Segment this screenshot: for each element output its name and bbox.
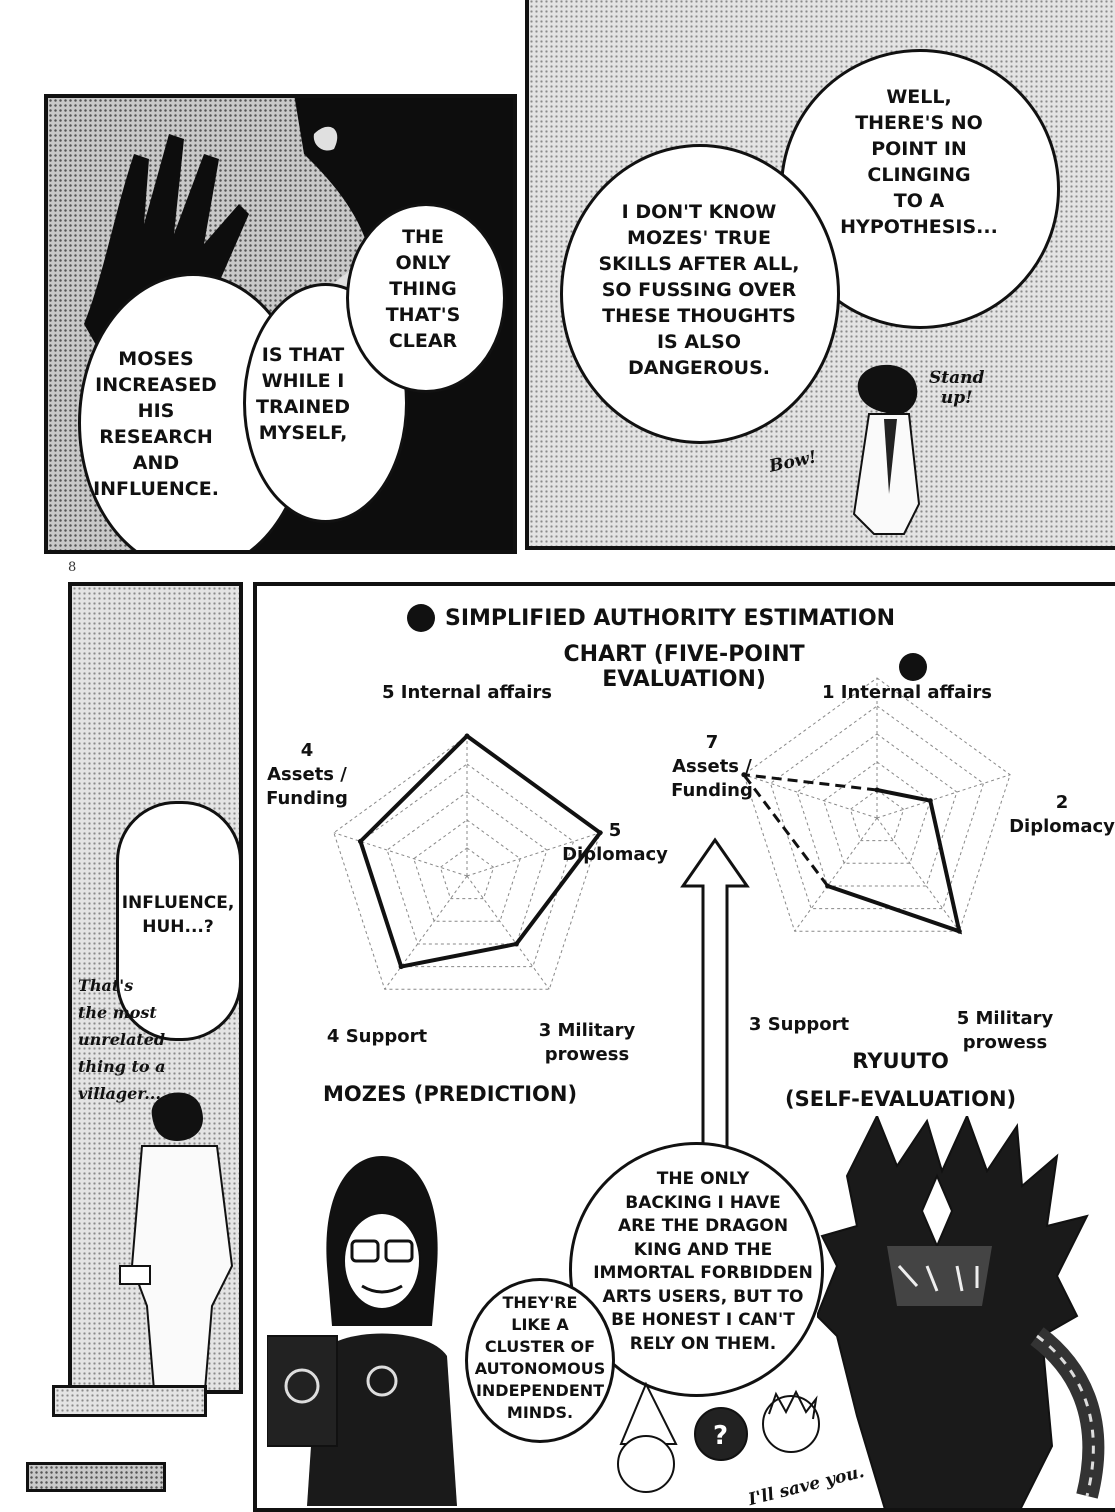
radar-data-overflow (743, 773, 878, 792)
panel-top-right: WELL, THERE'S NO POINT IN CLINGING TO A … (525, 0, 1115, 550)
radar-spoke (794, 817, 878, 932)
chart-title: SIMPLIFIED AUTHORITY ESTIMATION CHART (F… (407, 604, 927, 692)
radar-spoke (876, 817, 960, 932)
dragon-armor-figure (817, 1116, 1105, 1508)
panel-top-left: MOSES INCREASED HIS RESEARCH AND INFLUEN… (44, 94, 517, 554)
radar-data-point (398, 964, 404, 970)
speech-bubble (560, 144, 840, 444)
radar-axis-label: 5 Internal affairs (382, 682, 552, 703)
radar-axis-label: 3 Support (749, 1014, 850, 1035)
speech-bubble (346, 203, 506, 393)
mozes-figure (267, 1156, 457, 1506)
panel-left-strip: INFLUENCE, HUH...? That's the most unrel… (68, 582, 243, 1394)
bullet-icon (899, 653, 927, 681)
mozes-caption: MOZES (PREDICTION) (323, 1082, 578, 1106)
radar-grid-ring (359, 763, 575, 968)
radar-data-point (464, 733, 470, 739)
character-figure (852, 364, 921, 535)
sfx-thought: That's the most unrelated thing to a vil… (78, 976, 166, 1103)
radar-data-overflow (742, 773, 829, 887)
speech-bubble (465, 1278, 615, 1443)
radar-grid-ring (333, 735, 601, 990)
svg-text:?: ? (713, 1421, 728, 1451)
bullet-icon (407, 604, 435, 632)
bubble-text: THE ONLY THING THAT'S CLEAR (385, 226, 461, 352)
bubble-text: THE ONLY BACKING I HAVE ARE THE DRAGON K… (593, 1169, 813, 1354)
radar-axis-label: 4 Support (327, 1026, 428, 1047)
speech-bubble (116, 801, 239, 1041)
radar-grid-ring (823, 761, 931, 864)
character-back (119, 1092, 234, 1390)
radar-data-series (826, 788, 963, 935)
radar-data-point (357, 838, 363, 844)
bubble-text: MOSES INCREASED HIS RESEARCH AND INFLUEN… (93, 348, 219, 500)
radar-axis-label: 1 Internal affairs (822, 682, 992, 703)
radar-data-point (825, 883, 831, 889)
radar-data-point (956, 928, 962, 934)
radar-data-point (597, 830, 603, 836)
radar-grid-ring (386, 791, 548, 945)
page-number: 8 (68, 560, 77, 575)
radar-grid-ring (743, 677, 1011, 932)
bubble-text: THEY'RE LIKE A CLUSTER OF AUTONOMOUS IND… (474, 1293, 606, 1422)
radar-spoke (384, 875, 468, 990)
radar-data-point (513, 941, 519, 947)
bubble-text: WELL, THERE'S NO POINT IN CLINGING TO A … (840, 86, 998, 238)
radar-spoke (876, 774, 1011, 819)
radar-spoke (743, 774, 878, 819)
radar-data-series (358, 733, 603, 969)
radar-data-point (874, 787, 880, 793)
radar-grid-ring (769, 705, 985, 910)
radar-data-point (741, 772, 747, 778)
bubble-text: IS THAT WHILE I TRAINED MYSELF, (255, 344, 351, 444)
frame-decoration (26, 1462, 166, 1492)
radar-grid-ring (796, 733, 958, 887)
chibi-characters: ? (617, 1381, 820, 1493)
panel-chart: SIMPLIFIED AUTHORITY ESTIMATION CHART (F… (253, 582, 1115, 1512)
sfx-bow: Bow! (767, 447, 819, 477)
bubble-text: I DON'T KNOW MOZES' TRUE SKILLS AFTER AL… (598, 201, 800, 379)
radar-data-point (927, 798, 933, 804)
radar-grid-ring (413, 819, 521, 922)
radar-spoke (466, 875, 550, 990)
bubble-text: INFLUENCE, HUH...? (121, 893, 235, 937)
frame-decoration (52, 1385, 207, 1417)
chart-title-line1: SIMPLIFIED AUTHORITY ESTIMATION (445, 605, 896, 631)
radar-spoke (333, 832, 468, 877)
ryuuto-caption: RYUUTO (SELF-EVALUATION) (785, 1049, 1017, 1111)
sfx-stand-up: Stand up! (929, 368, 985, 408)
radar-spoke (466, 832, 601, 877)
chart-title-line2: CHART (FIVE-POINT EVALUATION) (563, 642, 805, 692)
